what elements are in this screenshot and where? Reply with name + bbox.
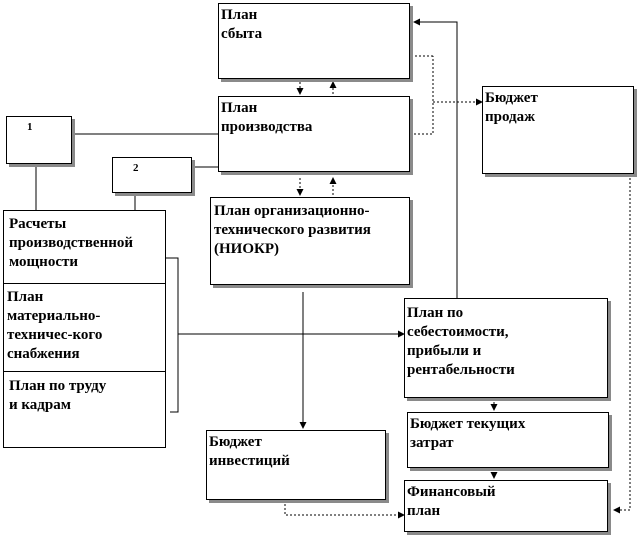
box-1: 1 [6, 116, 72, 164]
sales-plan-label: План сбыта [221, 7, 263, 42]
sales-budget-box: Бюджет продаж [482, 86, 634, 174]
production-plan-box: План производства [218, 96, 410, 172]
org-tech-plan-box: План организационно- технического развит… [210, 197, 410, 285]
arrow-cost-to-sales [413, 18, 458, 298]
left-column: Расчеты производственной мощности План м… [3, 210, 166, 448]
supply-plan-label: План материально- техничес-кого снабжени… [7, 289, 103, 362]
capacity-calc-label: Расчеты производственной мощности [9, 216, 134, 270]
sales-plan-box: План сбыта [218, 3, 410, 79]
bracket-left-column [166, 257, 179, 413]
divider-2 [4, 371, 165, 372]
investment-budget-label: Бюджет инвестиций [209, 434, 290, 469]
arrow-sales-budget-to-financial [613, 178, 631, 514]
arrow-investment-to-financial [284, 500, 405, 519]
cost-profit-plan-label: План по себестоимости, прибыли и рентабе… [407, 305, 515, 378]
line-production-up-to-sales [410, 55, 434, 135]
box-2-number: 2 [133, 162, 139, 174]
financial-plan-box: Финансовый план [404, 480, 608, 532]
cost-profit-plan-box: План по себестоимости, прибыли и рентабе… [404, 298, 608, 398]
production-plan-label: План производства [221, 100, 313, 135]
org-tech-plan-label: План организационно- технического развит… [214, 203, 371, 257]
financial-plan-label: Финансовый план [407, 484, 496, 519]
current-costs-budget-box: Бюджет текущих затрат [407, 412, 609, 468]
box-1-number: 1 [27, 121, 33, 133]
sales-budget-label: Бюджет продаж [485, 90, 538, 125]
box-2: 2 [112, 157, 192, 193]
labor-plan-label: План по труду и кадрам [9, 378, 107, 413]
divider-1 [4, 283, 165, 284]
investment-budget-box: Бюджет инвестиций [206, 430, 386, 500]
current-costs-budget-label: Бюджет текущих затрат [410, 416, 526, 451]
